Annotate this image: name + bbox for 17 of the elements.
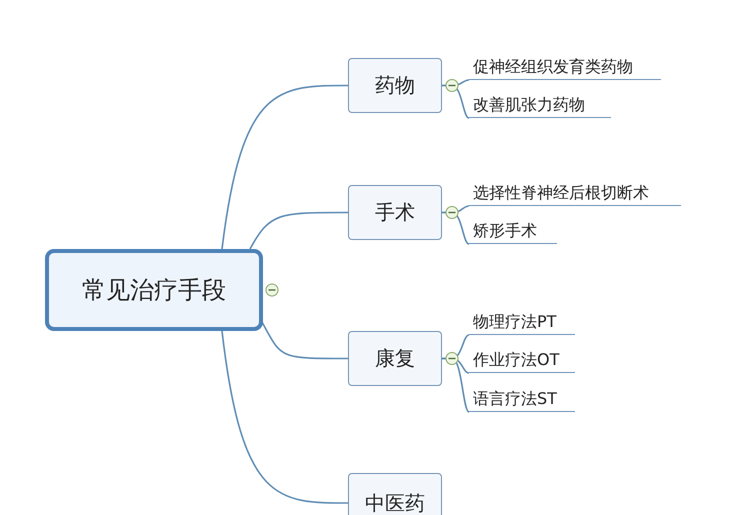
topic-box: 手术 — [348, 185, 442, 240]
connector-line — [221, 84, 348, 250]
connector-line — [221, 330, 348, 504]
connector-line — [442, 358, 470, 413]
subtopic-label: 作业疗法OT — [469, 348, 575, 373]
subtopic-label: 改善肌张力药物 — [469, 93, 611, 118]
topic-box: 常见治疗手段 — [45, 249, 263, 331]
connector-line — [261, 322, 348, 360]
subtopic-label: 矫形手术 — [469, 219, 557, 244]
subtopic-label: 促神经组织发育类药物 — [469, 55, 661, 80]
subtopic-label: 物理疗法PT — [469, 310, 575, 335]
subtopic-label: 选择性脊神经后根切断术 — [469, 181, 681, 206]
topic-box: 药物 — [348, 58, 442, 113]
topic-box: 康复 — [348, 331, 442, 386]
topic-box: 中医药 — [348, 473, 442, 515]
connector-line — [249, 212, 348, 250]
subtopic-label: 语言疗法ST — [469, 387, 575, 412]
